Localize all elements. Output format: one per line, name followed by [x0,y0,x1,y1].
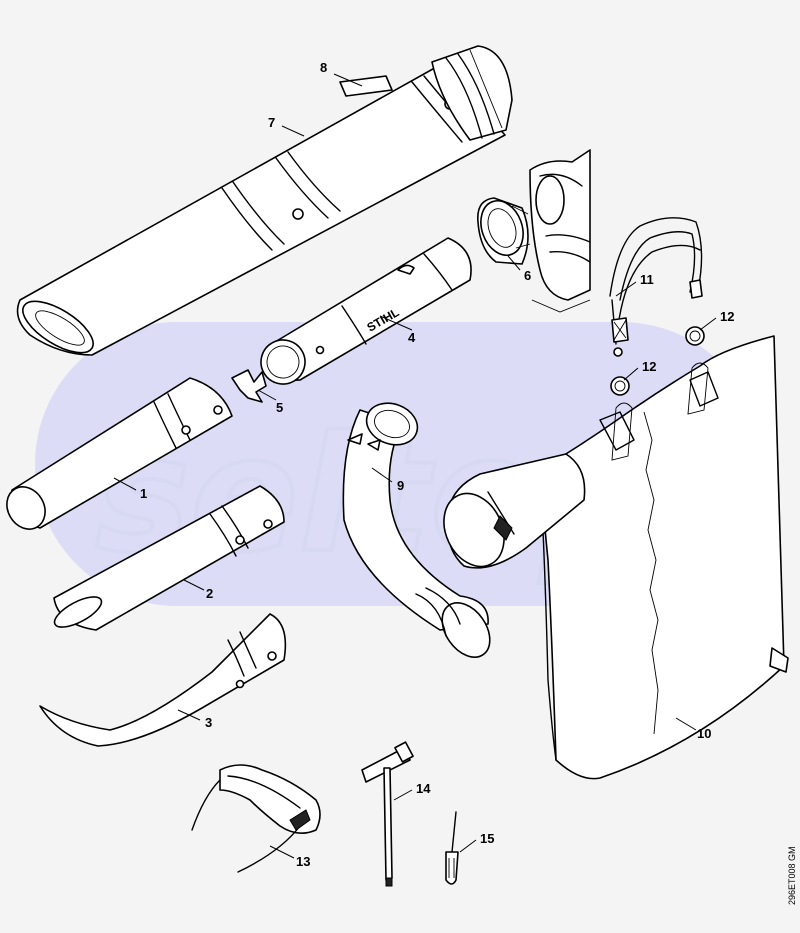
callout-11: 11 [640,272,654,287]
part-5-deflector [231,369,267,403]
callout-15: 15 [480,831,494,846]
part-7-blower-tube [16,45,513,356]
callout-13: 13 [296,854,310,869]
callout-9: 9 [397,478,404,493]
part-15-screwdriver [445,811,459,885]
callout-7: 7 [268,115,275,130]
callout-6: 6 [524,268,531,283]
part-1-round-nozzle [6,377,233,530]
callout-8: 8 [320,60,327,75]
part-12-ring-lower [610,376,630,396]
part-14-combination-wrench [361,741,414,887]
part-2-flat-nozzle [53,485,285,631]
part-3-curved-nozzle [39,613,287,747]
callout-10: 10 [697,726,711,741]
callout-2: 2 [206,586,213,601]
callout-4: 4 [408,330,416,345]
part-4-stihl-tube: STIHL [260,237,472,385]
part-8-label-sticker [339,75,393,97]
callout-12-lower: 12 [642,359,656,374]
callout-12-upper: 12 [720,309,734,324]
part-6-connector [477,197,531,265]
part-13-safety-glasses [191,764,321,873]
part-9-elbow [342,402,491,658]
reference-code: 296ET008 GM [787,846,797,905]
callout-labels: 8 7 6 4 5 1 2 3 9 10 11 12 12 13 14 15 [140,60,734,869]
part-12-ring-upper [685,326,705,346]
part-11-shoulder-strap [609,217,703,357]
callout-3: 3 [205,715,212,730]
callout-14: 14 [416,781,431,796]
callout-1: 1 [140,486,147,501]
callout-5: 5 [276,400,283,415]
blower-housing-fragment [529,149,591,313]
leader-lines [113,73,717,859]
part-10-collection-bag [443,335,789,780]
